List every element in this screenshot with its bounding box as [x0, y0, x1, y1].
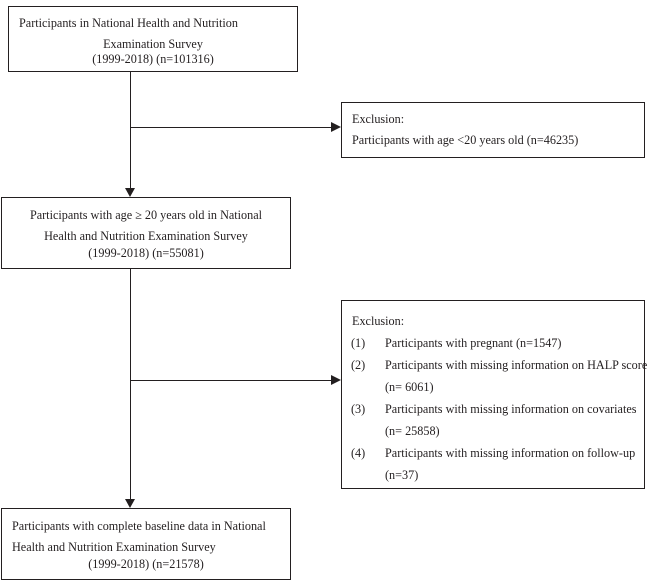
exclusion-data-item-2-cont: (n= 6061) — [385, 380, 434, 394]
exclusion-age-title: Exclusion: — [352, 112, 405, 126]
exclusion-data-title: Exclusion: — [352, 314, 405, 328]
connector-horizontal-2 — [130, 380, 332, 381]
node-participants-total-line-2: Examination Survey — [103, 37, 203, 51]
exclusion-data-item-4-marker: (4) — [351, 446, 366, 460]
exclusion-data-item-3-text: Participants with missing information on… — [385, 402, 637, 416]
node-participants-total-line-1: Participants in National Health and Nutr… — [19, 16, 238, 30]
node-exclusion-data: Exclusion: (1) Participants with pregnan… — [341, 300, 648, 489]
node-participants-total: Participants in National Health and Nutr… — [8, 6, 298, 72]
node-participants-adult: Participants with age ≥ 20 years old in … — [1, 197, 291, 269]
node-participants-adult-line-1: Participants with age ≥ 20 years old in … — [29, 208, 263, 222]
arrowhead-right-1 — [331, 122, 341, 132]
exclusion-data-item-3-cont: (n= 25858) — [385, 424, 440, 438]
node-participants-total-line-3: (1999-2018) (n=101316) — [92, 52, 214, 66]
node-participants-final: Participants with complete baseline data… — [1, 508, 291, 580]
connector-vertical-2 — [130, 269, 131, 503]
exclusion-data-item-4-cont: (n=37) — [385, 468, 419, 482]
connector-horizontal-1 — [130, 127, 332, 128]
node-participants-final-line-2: Health and Nutrition Examination Survey — [12, 540, 216, 554]
arrowhead-down-1 — [125, 188, 135, 197]
exclusion-data-item-1-text: Participants with pregnant (n=1547) — [385, 336, 562, 350]
node-participants-adult-line-2: Health and Nutrition Examination Survey — [44, 229, 248, 243]
exclusion-data-item-2: (2) Participants with missing informatio… — [351, 355, 648, 376]
connector-vertical-1 — [130, 72, 131, 192]
exclusion-data-item-4: (4) Participants with missing informatio… — [351, 443, 638, 464]
exclusion-data-item-4-text: Participants with missing information on… — [385, 446, 636, 460]
exclusion-age-line-1: Participants with age <20 years old (n=4… — [352, 133, 579, 147]
exclusion-data-item-3: (3) Participants with missing informatio… — [351, 399, 638, 420]
node-participants-final-line-1: Participants with complete baseline data… — [12, 519, 266, 533]
exclusion-data-item-2-marker: (2) — [351, 358, 366, 372]
exclusion-data-item-1-marker: (1) — [351, 336, 366, 350]
arrowhead-down-2 — [125, 499, 135, 508]
node-exclusion-age: Exclusion: Participants with age <20 yea… — [341, 102, 645, 158]
arrowhead-right-2 — [331, 375, 341, 385]
node-participants-adult-line-3: (1999-2018) (n=55081) — [88, 246, 204, 260]
exclusion-data-item-1: (1) Participants with pregnant (n=1547) — [351, 333, 638, 354]
node-participants-final-line-3: (1999-2018) (n=21578) — [88, 557, 204, 571]
exclusion-data-item-3-marker: (3) — [351, 402, 366, 416]
exclusion-data-item-2-text: Participants with missing information on… — [385, 358, 648, 372]
